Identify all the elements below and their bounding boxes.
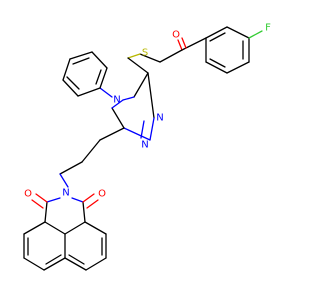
structure-drawing: F O S N N N O O N [23, 23, 271, 271]
atom-oxygen-ketone: O [172, 30, 180, 41]
fluorophenyl-ring [205, 26, 263, 74]
atom-oxygen-imide-right: O [98, 189, 106, 200]
triazole-ring [111, 72, 155, 141]
atom-nitrogen-imide: N [62, 188, 69, 199]
atom-fluorine: F [265, 23, 271, 34]
naphthalimide-system [23, 193, 107, 271]
phenyl-ring [62, 51, 113, 98]
molecule-diagram: F O S N N N O O N [23, 23, 271, 271]
atom-nitrogen-n1: N [156, 113, 163, 124]
atom-oxygen-imide-left: O [24, 189, 32, 200]
atom-nitrogen-n2: N [141, 140, 148, 151]
atom-sulfur: S [142, 48, 148, 59]
thioether-bond [127, 53, 149, 74]
ketone-linker [139, 37, 207, 63]
atom-nitrogen-n4: N [113, 95, 120, 106]
propyl-chain [59, 127, 125, 188]
